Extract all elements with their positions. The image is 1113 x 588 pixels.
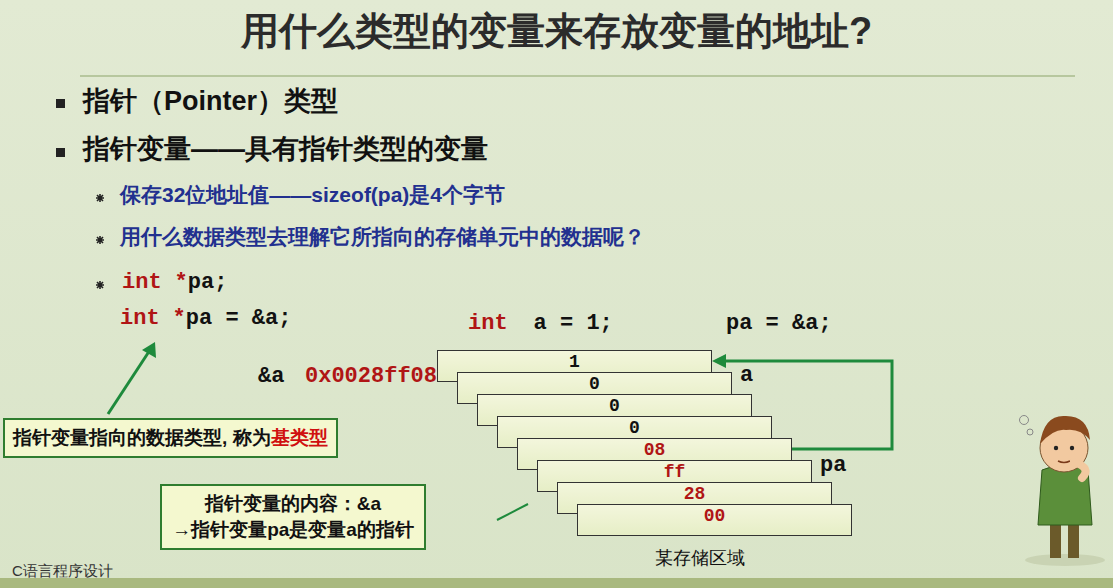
node-text: 28 bbox=[558, 483, 831, 505]
bullet-text: 指针变量——具有指针类型的变量 bbox=[83, 134, 488, 165]
region-caption: 某存储区域 bbox=[655, 548, 745, 569]
node-text: →指针变量pa是变量a的指针 bbox=[170, 517, 416, 543]
code-star: * bbox=[175, 270, 188, 295]
variable-name: a bbox=[740, 363, 753, 388]
sub-bullet-text: 用什么数据类型去理解它所指向的存储单元中的数据呢？ bbox=[120, 225, 645, 249]
bullet-square bbox=[56, 99, 65, 108]
leader-arrow bbox=[108, 342, 156, 414]
code-keyword: int bbox=[120, 306, 160, 331]
slide-title: 用什么类型的变量来存放变量的地址? bbox=[0, 10, 1113, 54]
node-text: 0 bbox=[458, 373, 731, 395]
callout-box: 指针变量的内容：&a→指针变量pa是变量a的指针 bbox=[160, 484, 426, 550]
code-text: pa = &a; bbox=[726, 311, 832, 336]
footer-bar bbox=[0, 578, 1113, 588]
node-text: 1 bbox=[438, 351, 711, 373]
sub-bullet-text: 保存32位地址值——sizeof(pa)是4个字节 bbox=[120, 183, 505, 207]
bullet-text: 指针（Pointer）类型 bbox=[83, 86, 338, 117]
node-text: 0 bbox=[478, 395, 751, 417]
memory-cell: 00 bbox=[577, 504, 852, 536]
title-rule bbox=[80, 75, 1075, 77]
code-keyword: int bbox=[468, 311, 508, 336]
callout-box: 指针变量指向的数据类型, 称为基类型 bbox=[3, 418, 338, 458]
node-text: 指针变量指向的数据类型, 称为 bbox=[13, 427, 271, 448]
code-text: pa; bbox=[188, 270, 228, 295]
code-text: pa = &a; bbox=[186, 306, 292, 331]
node-text: 08 bbox=[518, 439, 791, 461]
node-text: 基类型 bbox=[271, 427, 328, 448]
node-text: ff bbox=[538, 461, 811, 483]
leader-line bbox=[497, 504, 528, 520]
bullet-square bbox=[56, 148, 65, 157]
node-text: 0 bbox=[498, 417, 771, 439]
address-value: 0x0028ff08 bbox=[305, 364, 437, 389]
variable-name: pa bbox=[820, 453, 846, 478]
footer-text: C语言程序设计 bbox=[12, 562, 113, 579]
sub-bullets bbox=[96, 194, 104, 289]
thinking-person bbox=[1020, 416, 1106, 567]
code-keyword: int bbox=[122, 270, 162, 295]
node-text: 指针变量的内容：&a bbox=[170, 491, 416, 517]
code-text: a = 1; bbox=[534, 311, 613, 336]
code-star: * bbox=[173, 306, 186, 331]
address-label: &a bbox=[258, 364, 284, 389]
node-text: 00 bbox=[578, 505, 851, 527]
